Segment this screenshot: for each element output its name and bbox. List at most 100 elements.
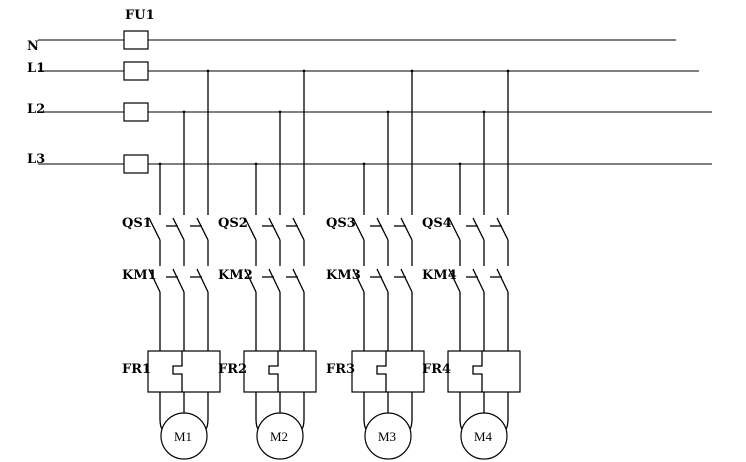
thermal-element	[268, 351, 279, 392]
motor-wire	[504, 392, 509, 431]
switch-label: QS4	[422, 216, 452, 231]
switch-blade	[352, 217, 365, 241]
junction-dot	[458, 162, 462, 166]
junction-dot	[386, 110, 390, 114]
contactor-blade	[448, 268, 461, 293]
motor-wire	[204, 392, 209, 431]
contactor-km3: KM3	[326, 268, 413, 351]
relay-fr4: FR4	[422, 350, 521, 393]
contactor-km2: KM2	[218, 268, 305, 351]
fuse-l2	[123, 102, 149, 122]
junction-dot	[410, 69, 414, 73]
motor-circle	[364, 412, 412, 460]
relay-fr2: FR2	[218, 350, 317, 393]
motor-label: M2	[270, 429, 288, 444]
junction-dot	[182, 110, 186, 114]
relay-label: FR2	[218, 362, 247, 377]
motor-wire	[408, 392, 413, 431]
switch-blade	[472, 217, 485, 241]
junction-dot	[302, 69, 306, 73]
relay-fr3: FR3	[326, 350, 425, 393]
junction-dot	[506, 69, 510, 73]
relay-box	[147, 350, 221, 393]
relay-box	[351, 350, 425, 393]
contactor-label: KM1	[122, 268, 157, 283]
bus-line-n: N	[27, 30, 676, 54]
bus-label-l1: L1	[27, 61, 45, 76]
relay-fr1: FR1	[122, 350, 221, 393]
contactor-km4: KM4	[422, 268, 509, 351]
motor-wire	[300, 392, 305, 431]
bus-label-l2: L2	[27, 102, 45, 117]
thermal-element	[472, 351, 483, 392]
motor-label: M1	[174, 429, 192, 444]
switch-qs2: QS2	[218, 216, 305, 266]
contactor-blade	[148, 268, 161, 293]
motor-wire	[255, 392, 260, 431]
bus-line-l1: L1	[27, 61, 699, 81]
motor-m2: M2	[255, 392, 305, 460]
contactor-blade	[268, 268, 281, 293]
junction-dot	[206, 69, 210, 73]
motor-m1: M1	[159, 392, 209, 460]
contactor-blade	[400, 268, 413, 293]
switch-blade	[376, 217, 389, 241]
contactor-blade	[352, 268, 365, 293]
relay-box	[243, 350, 317, 393]
switch-blade	[448, 217, 461, 241]
switch-blade	[172, 217, 185, 241]
relay-label: FR4	[422, 362, 451, 377]
motor-wire	[459, 392, 464, 431]
fuse-l1	[123, 61, 149, 81]
fuse-l3	[123, 154, 149, 174]
junction-dot	[482, 110, 486, 114]
motor-m4: M4	[459, 392, 509, 460]
motor-m3: M3	[363, 392, 413, 460]
switch-blade	[244, 217, 257, 241]
switch-blade	[292, 217, 305, 241]
contactor-blade	[196, 268, 209, 293]
motor-circle	[256, 412, 304, 460]
switch-blade	[496, 217, 509, 241]
contactor-blade	[172, 268, 185, 293]
contactor-label: KM2	[218, 268, 253, 283]
relay-box	[447, 350, 521, 393]
contactor-blade	[292, 268, 305, 293]
bus-line-l3: L3	[27, 152, 712, 174]
switch-blade	[196, 217, 209, 241]
thermal-element	[172, 351, 183, 392]
relay-label: FR3	[326, 362, 355, 377]
motor-label: M3	[378, 429, 396, 444]
contactor-blade	[472, 268, 485, 293]
contactor-km1: KM1	[122, 268, 209, 351]
switch-label: QS3	[326, 216, 356, 231]
motor-label: M4	[474, 429, 493, 444]
bus-label-l3: L3	[27, 152, 45, 167]
junction-dot	[158, 162, 162, 166]
contactor-blade	[376, 268, 389, 293]
switch-blade	[268, 217, 281, 241]
junction-dot	[254, 162, 258, 166]
switch-blade	[148, 217, 161, 241]
switch-qs3: QS3	[326, 216, 413, 266]
bus-line-l2: L2	[27, 102, 712, 122]
bus-label-n: N	[27, 39, 39, 54]
switch-label: QS2	[218, 216, 248, 231]
motor-circle	[460, 412, 508, 460]
switch-qs4: QS4	[422, 216, 509, 266]
switch-blade	[400, 217, 413, 241]
switch-qs1: QS1	[122, 216, 209, 266]
fuse-n	[123, 30, 149, 50]
motor-wire	[159, 392, 164, 431]
junction-dot	[278, 110, 282, 114]
fuse-label-fu1: FU1	[125, 8, 155, 23]
contactor-blade	[244, 268, 257, 293]
contactor-blade	[496, 268, 509, 293]
contactor-label: KM3	[326, 268, 361, 283]
thermal-element	[376, 351, 387, 392]
